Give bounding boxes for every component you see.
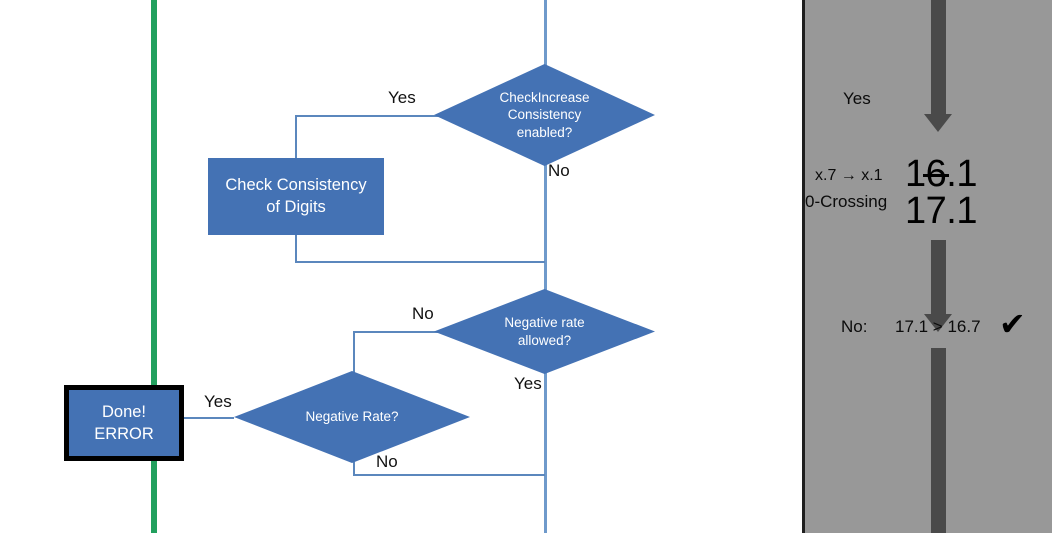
decision-negative-rate-allowed-line1: Negative rate [504, 315, 585, 331]
decision-check-increase-line3: enabled? [516, 124, 573, 140]
terminal-done-error-line2: ERROR [94, 425, 154, 443]
panel-value-kept: 17.1 [905, 190, 977, 232]
decision-negative-rate-allowed-line2: allowed? [517, 332, 572, 348]
panel-rule-line2: 0-Crossing [805, 192, 888, 211]
connector-negrate-no-vertical [353, 462, 355, 476]
edge-label-negative-rate-allowed-yes: Yes [514, 374, 542, 393]
connector-box-exit-horizontal [295, 261, 545, 263]
panel-arrow-head-middle [924, 314, 952, 332]
panel-arrow-shaft-top [931, 0, 946, 115]
terminal-done-error-line1: Done! [101, 402, 147, 421]
edge-label-negative-rate-no: No [376, 452, 398, 471]
panel-result-comparison: 17.1 > 16.7 [895, 317, 981, 336]
panel-label-yes: Yes [843, 89, 871, 108]
connector-negrate-no-horizontal [353, 474, 545, 476]
panel-value-strikethrough [923, 174, 949, 177]
decision-negative-rate-allowed[interactable]: Negative rate allowed? [434, 289, 655, 374]
connector-yes-horizontal-top [295, 115, 441, 117]
process-check-consistency-line2: of Digits [266, 197, 326, 216]
decision-check-increase-line1: CheckIncrease [499, 90, 590, 106]
connector-box-exit-vertical [295, 234, 297, 263]
edge-label-negative-rate-allowed-no: No [412, 304, 434, 323]
decision-negative-rate-label: Negative Rate? [305, 409, 399, 425]
panel-arrow-head-top [924, 114, 952, 132]
panel-rule-line1: x.7 → x.1 [815, 167, 883, 184]
edge-label-check-increase-no: No [548, 161, 570, 180]
panel-arrow-shaft-bottom [931, 348, 946, 533]
decision-check-increase-consistency[interactable]: CheckIncrease Consistency enabled? [434, 64, 655, 166]
edge-label-check-increase-yes: Yes [388, 88, 416, 107]
main-flow-spine [544, 0, 547, 533]
panel-result-prefix: No: [841, 317, 868, 336]
connector-negrate-allowed-no-horizontal [353, 331, 440, 333]
panel-arrow-shaft-middle [931, 240, 946, 315]
edge-label-negative-rate-yes: Yes [204, 392, 232, 411]
connector-negrate-allowed-no-vertical [353, 331, 355, 373]
decision-negative-rate[interactable]: Negative Rate? [234, 371, 470, 463]
process-check-consistency-of-digits[interactable]: Check Consistency of Digits [208, 158, 384, 235]
panel-result-checkmark: ✔ [999, 306, 1026, 342]
annotation-panel: Yes x.7 → x.1 0-Crossing 16.1 17.1 No: 1… [802, 0, 1052, 533]
terminal-done-error[interactable]: Done! ERROR [64, 385, 184, 461]
connector-negrate-yes-to-error [172, 417, 234, 419]
green-highlight-line [151, 0, 157, 533]
connector-yes-vertical-top [295, 115, 297, 160]
decision-check-increase-line2: Consistency [507, 107, 582, 123]
process-check-consistency-line1: Check Consistency [225, 176, 367, 195]
